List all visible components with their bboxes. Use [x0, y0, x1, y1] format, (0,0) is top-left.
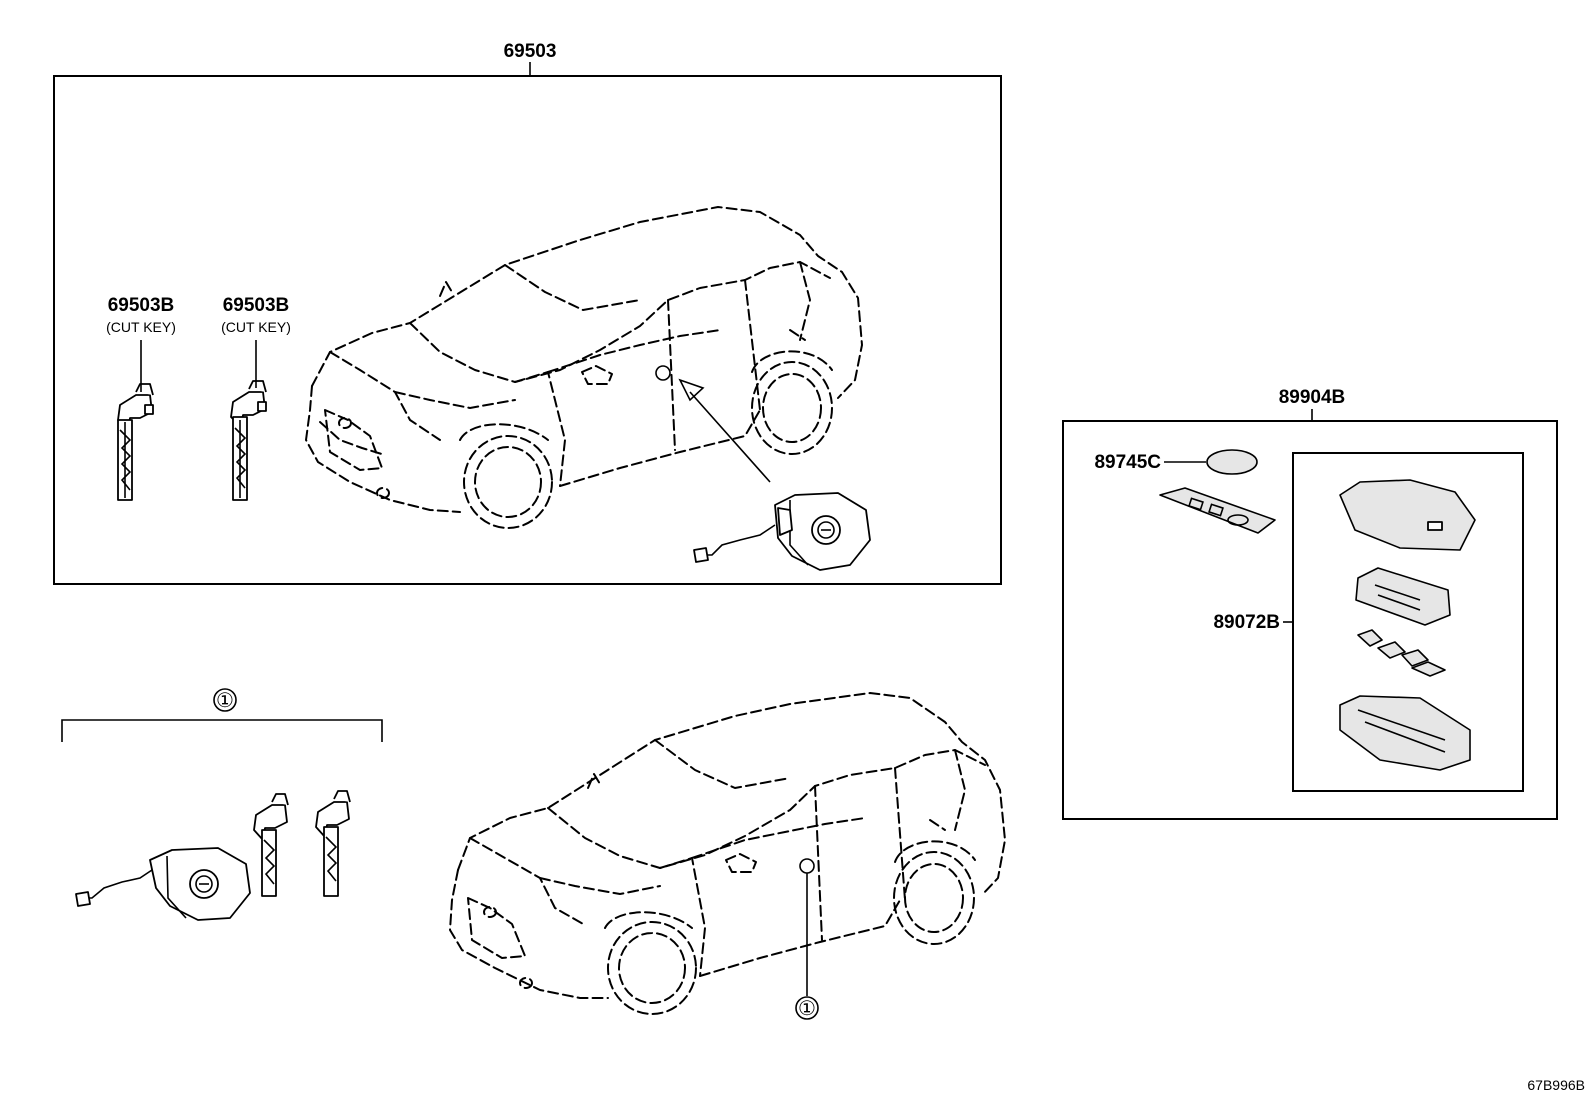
key-right-note: (CUT KEY)	[221, 319, 291, 335]
key-left-part-number[interactable]: 69503B	[108, 295, 175, 316]
cut-key-right[interactable]	[230, 380, 267, 501]
transmitter-assembly-part-number[interactable]: 89904B	[1279, 387, 1346, 408]
transmitter-assembly-frame	[1062, 420, 1558, 820]
door-lock-cylinder[interactable]	[693, 492, 871, 571]
main-assembly-frame	[53, 75, 1002, 585]
main-assembly-part-number[interactable]: 69503	[504, 41, 557, 62]
transmitter-case-part-number[interactable]: 89072B	[1213, 612, 1280, 633]
battery-part-number[interactable]: 89745C	[1094, 452, 1161, 473]
transmitter-inner-frame[interactable]	[1355, 567, 1451, 626]
callout-set-marker[interactable]: ①	[216, 690, 234, 712]
transmitter-buttons[interactable]	[1357, 629, 1446, 677]
upper-rear-wheel	[751, 361, 833, 455]
callout-set-group: ①	[61, 688, 383, 921]
key-right-part-number[interactable]: 69503B	[223, 295, 290, 316]
lower-rear-wheel	[893, 851, 975, 945]
key-left-note: (CUT KEY)	[106, 319, 176, 335]
lower-vehicle-outline	[449, 692, 1006, 1015]
circuit-board[interactable]	[1159, 487, 1276, 534]
transmitter-cover[interactable]	[1339, 479, 1476, 551]
door-callout-circle	[795, 996, 819, 1020]
door-lock-point	[655, 365, 671, 381]
transmitter-assembly-group: 89904B 89745C	[1062, 387, 1558, 820]
coin-battery[interactable]	[1206, 449, 1258, 475]
key-set-2[interactable]	[315, 790, 351, 897]
callout-set-bracket	[61, 719, 383, 742]
transmitter-base[interactable]	[1339, 695, 1471, 771]
door-lock-arrow	[678, 378, 771, 483]
upper-front-wheel	[463, 435, 553, 529]
upper-vehicle-outline	[305, 206, 863, 529]
diagram-code: 67B996B	[1527, 1077, 1585, 1093]
lower-door-lock-point	[799, 858, 815, 874]
cut-key-left[interactable]	[117, 383, 154, 501]
door-callout-marker[interactable]: ①	[798, 998, 816, 1020]
lock-cylinder-set[interactable]	[75, 847, 251, 921]
main-assembly-group: 69503	[53, 41, 1002, 585]
lower-front-wheel	[607, 921, 697, 1015]
key-set-1[interactable]	[253, 793, 289, 897]
callout-set-circle	[213, 688, 237, 712]
